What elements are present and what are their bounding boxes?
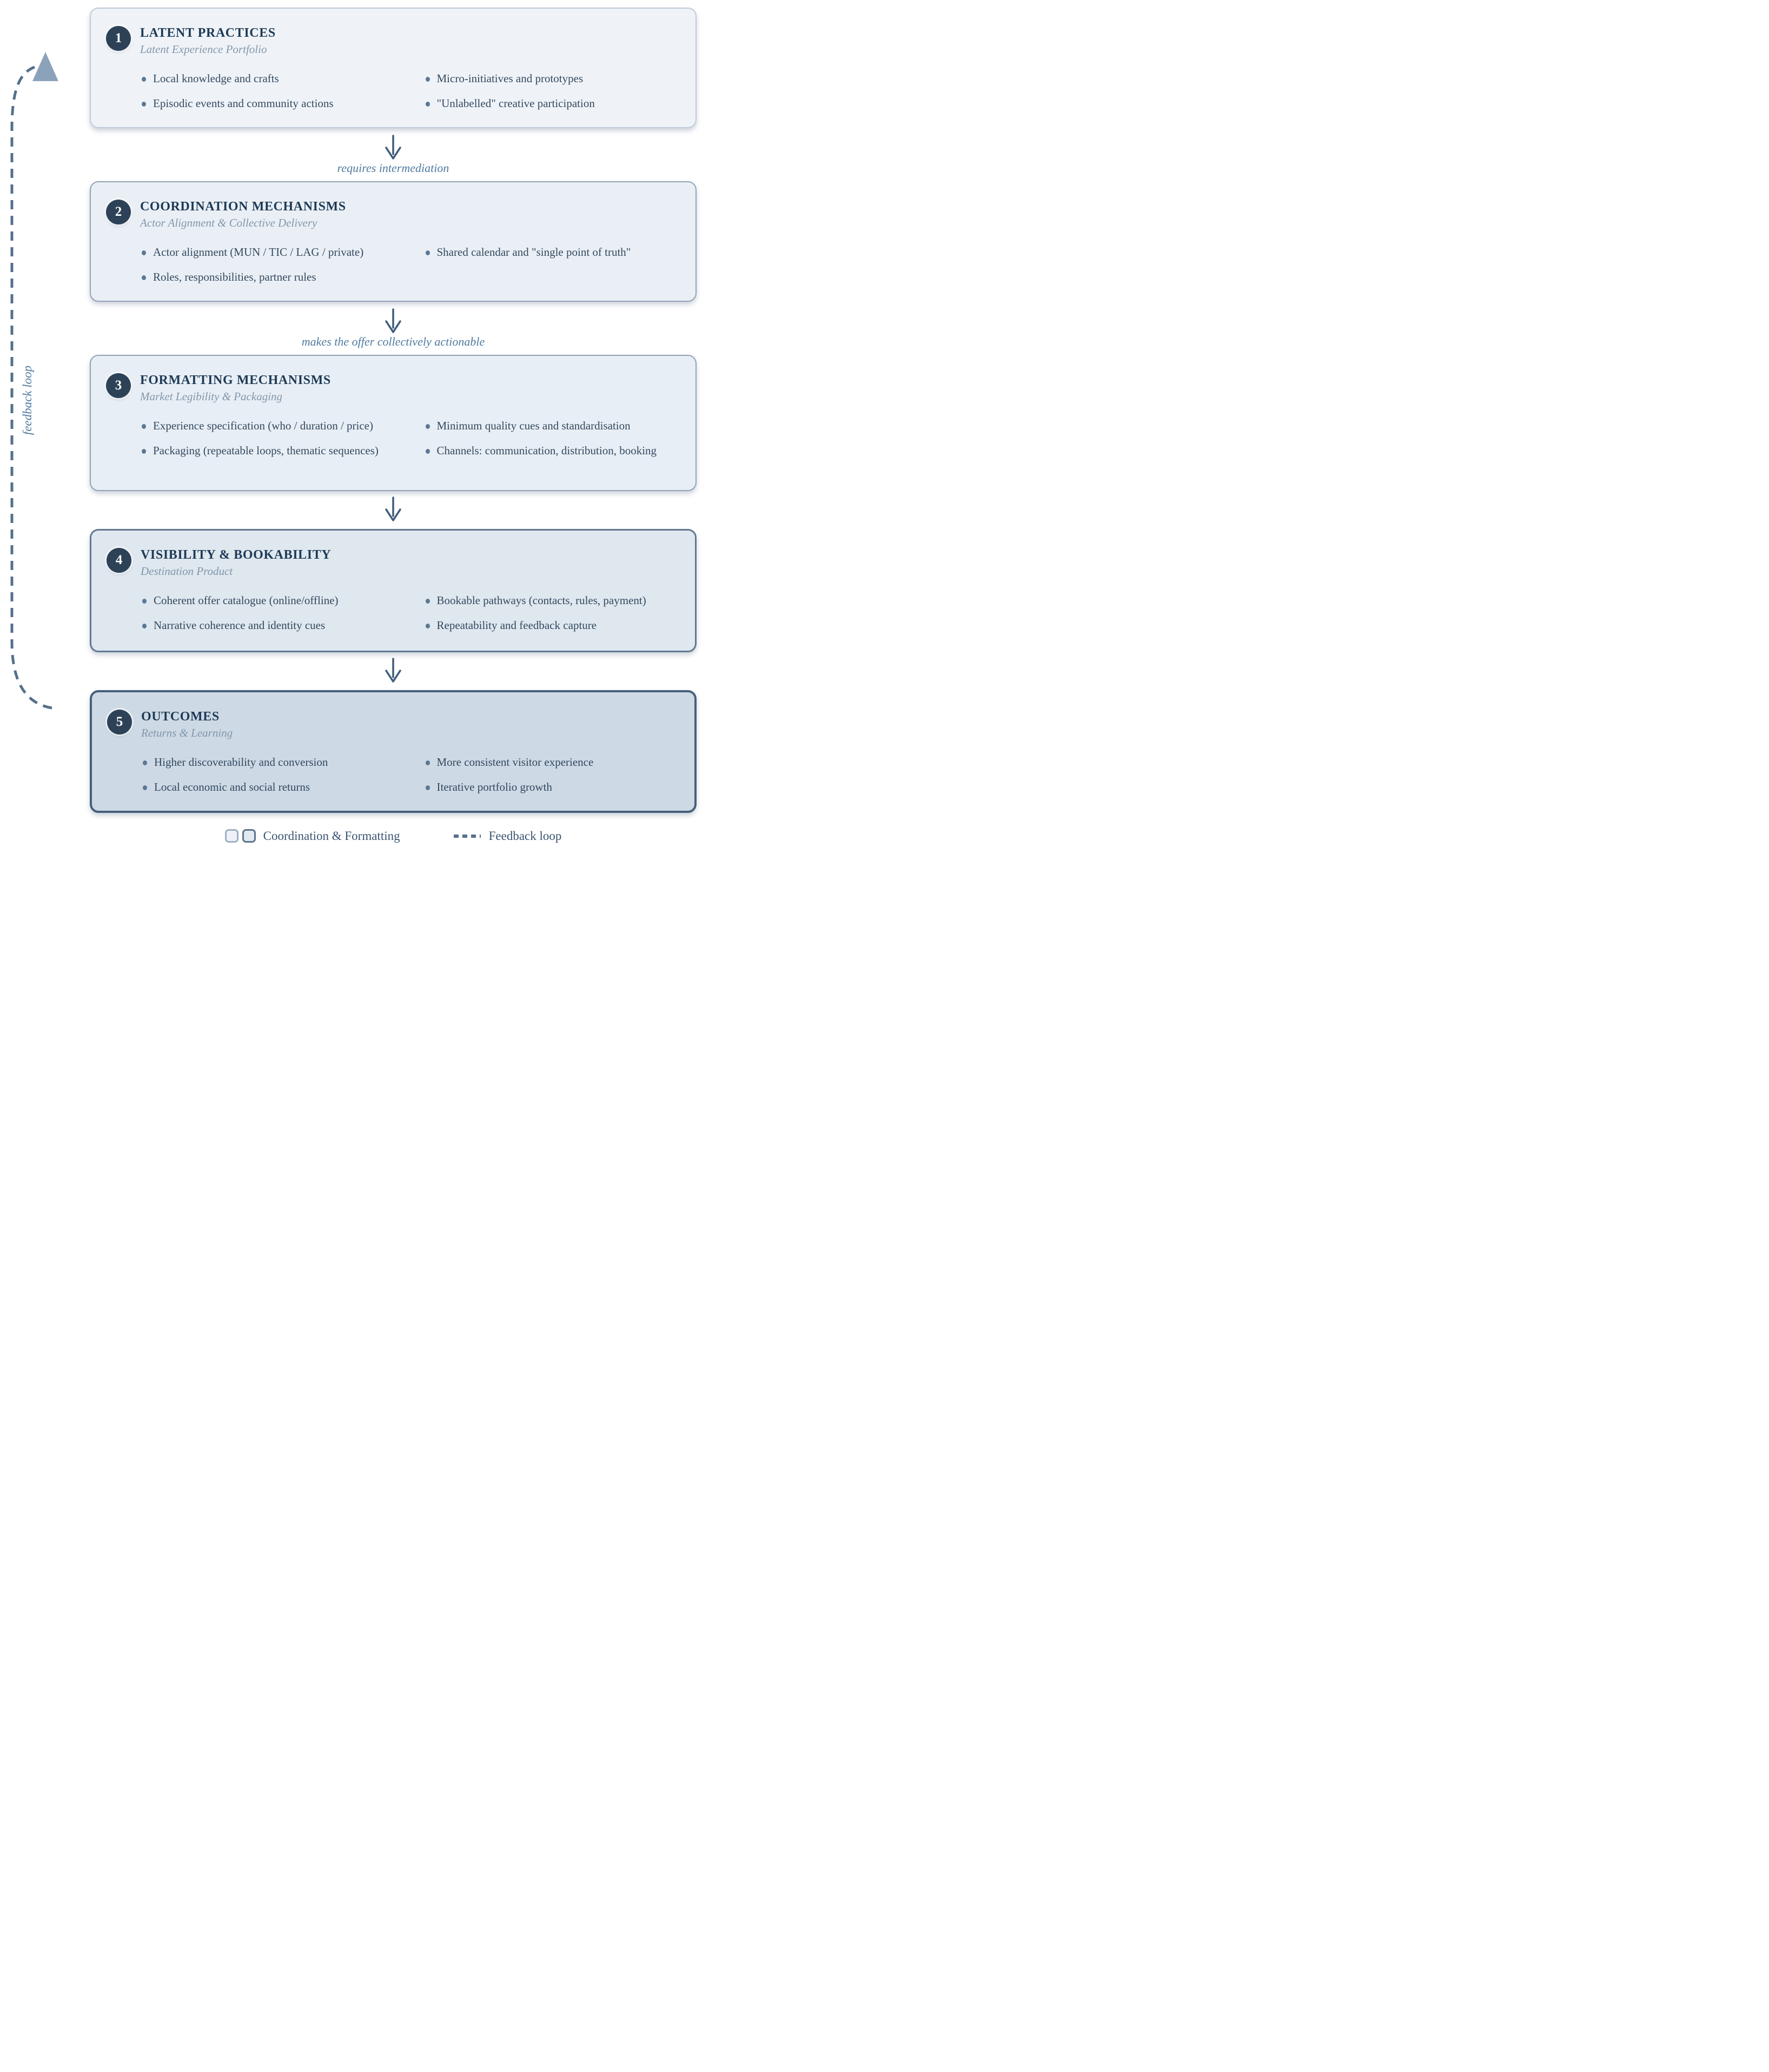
- stage-titles: OUTCOMES Returns & Learning: [141, 709, 233, 740]
- stage-subtitle: Returns & Learning: [141, 726, 233, 739]
- bullet-item: Coherent offer catalogue (online/offline…: [141, 593, 396, 609]
- bullet-item: Bookable pathways (contacts, rules, paym…: [424, 593, 679, 609]
- feedback-loop-arrowhead-icon: [32, 52, 58, 81]
- stage-bullets: Experience specification (who / duration…: [140, 418, 679, 459]
- stage-titles: LATENT PRACTICES Latent Experience Portf…: [140, 25, 276, 57]
- stage-header: 4 VISIBILITY & BOOKABILITY Destination P…: [107, 547, 679, 579]
- stage-title: COORDINATION MECHANISMS: [140, 199, 346, 214]
- stage-box-coordination-mechanisms: 2 COORDINATION MECHANISMS Actor Alignmen…: [90, 181, 697, 302]
- stage-titles: FORMATTING MECHANISMS Market Legibility …: [140, 372, 331, 404]
- down-arrow-icon: [385, 658, 401, 683]
- stage-number-badge: 2: [106, 199, 131, 224]
- bullet-item: Packaging (repeatable loops, thematic se…: [140, 443, 396, 459]
- bullet-item: Shared calendar and "single point of tru…: [424, 244, 680, 261]
- legend-boxes-group: Coordination & Formatting: [224, 829, 400, 843]
- stage-titles: VISIBILITY & BOOKABILITY Destination Pro…: [141, 547, 331, 579]
- bullet-item: Minimum quality cues and standardisation: [424, 418, 680, 434]
- stage-number-badge: 3: [106, 373, 131, 398]
- bullet-item: Iterative portfolio growth: [424, 779, 679, 796]
- stage-titles: COORDINATION MECHANISMS Actor Alignment …: [140, 198, 346, 230]
- feedback-loop-label: feedback loop: [21, 366, 34, 435]
- bullet-item: Local knowledge and crafts: [140, 71, 396, 87]
- stage-box-outcomes: 5 OUTCOMES Returns & Learning Higher dis…: [90, 690, 697, 813]
- bullet-item: Local economic and social returns: [141, 779, 396, 796]
- down-arrow-icon: [385, 497, 401, 521]
- stage-subtitle: Actor Alignment & Collective Delivery: [140, 216, 317, 229]
- bullet-item: Roles, responsibilities, partner rules: [140, 269, 396, 286]
- bullet-item: Micro-initiatives and prototypes: [424, 71, 680, 87]
- connector-3: [90, 491, 697, 529]
- legend-feedback-group: Feedback loop: [453, 829, 562, 843]
- stage-title: FORMATTING MECHANISMS: [140, 373, 331, 387]
- stage-header: 5 OUTCOMES Returns & Learning: [107, 709, 678, 740]
- feedback-loop-dashed-line: [10, 65, 52, 710]
- stage-subtitle: Market Legibility & Packaging: [140, 389, 283, 403]
- stage-box-latent-practices: 1 LATENT PRACTICES Latent Experience Por…: [90, 8, 697, 128]
- diagram-canvas: feedback loop 1 LATENT PRACTICES Latent …: [0, 0, 707, 843]
- stage-bullets: Higher discoverability and conversion Mo…: [141, 754, 678, 796]
- connector-label: makes the offer collectively actionable: [301, 334, 485, 348]
- bullet-item: Narrative coherence and identity cues: [141, 618, 396, 634]
- stage-title: LATENT PRACTICES: [140, 26, 276, 40]
- stage-subtitle: Latent Experience Portfolio: [140, 43, 267, 56]
- legend-feedback-label: Feedback loop: [488, 829, 562, 843]
- stage-bullets: Local knowledge and crafts Micro-initiat…: [140, 71, 679, 112]
- bullet-item: Episodic events and community actions: [140, 96, 396, 112]
- stage-number-badge: 4: [107, 547, 131, 573]
- down-arrow-icon: [385, 135, 401, 160]
- stage-title: VISIBILITY & BOOKABILITY: [141, 547, 332, 562]
- bullet-item: Higher discoverability and conversion: [141, 754, 396, 771]
- connector-label: requires intermediation: [337, 161, 449, 175]
- down-arrow-icon: [385, 308, 401, 333]
- bullet-item: Repeatability and feedback capture: [424, 618, 679, 634]
- bullet-item: More consistent visitor experience: [424, 754, 679, 771]
- stage-header: 2 COORDINATION MECHANISMS Actor Alignmen…: [106, 198, 679, 230]
- bullet-item: Actor alignment (MUN / TIC / LAG / priva…: [140, 244, 396, 261]
- stage-column: 1 LATENT PRACTICES Latent Experience Por…: [90, 8, 697, 843]
- legend-swatch-dark-icon: [242, 829, 256, 843]
- stage-box-visibility-bookability: 4 VISIBILITY & BOOKABILITY Destination P…: [90, 528, 697, 652]
- stage-box-formatting-mechanisms: 3 FORMATTING MECHANISMS Market Legibilit…: [90, 354, 697, 491]
- dashed-line-icon: [453, 834, 481, 838]
- legend-box-swatches-icon: [224, 829, 256, 843]
- stage-header: 3 FORMATTING MECHANISMS Market Legibilit…: [106, 372, 679, 404]
- connector-1: requires intermediation: [90, 128, 697, 181]
- stage-bullets: Actor alignment (MUN / TIC / LAG / priva…: [140, 244, 679, 286]
- feedback-loop-path: feedback loop: [10, 52, 58, 710]
- legend: Coordination & Formatting Feedback loop: [90, 829, 697, 843]
- legend-swatch-light-icon: [224, 829, 238, 843]
- bullet-item: Experience specification (who / duration…: [140, 418, 396, 434]
- connector-2: makes the offer collectively actionable: [90, 302, 697, 355]
- bullet-item: Channels: communication, distribution, b…: [424, 443, 680, 459]
- stage-number-badge: 5: [107, 709, 132, 734]
- legend-boxes-label: Coordination & Formatting: [263, 829, 400, 843]
- stage-title: OUTCOMES: [141, 709, 220, 724]
- connector-4: [90, 652, 697, 690]
- stage-number-badge: 1: [106, 26, 131, 51]
- stage-header: 1 LATENT PRACTICES Latent Experience Por…: [106, 25, 679, 57]
- stage-subtitle: Destination Product: [141, 564, 233, 578]
- stage-bullets: Coherent offer catalogue (online/offline…: [141, 593, 679, 634]
- bullet-item: "Unlabelled" creative participation: [424, 96, 680, 112]
